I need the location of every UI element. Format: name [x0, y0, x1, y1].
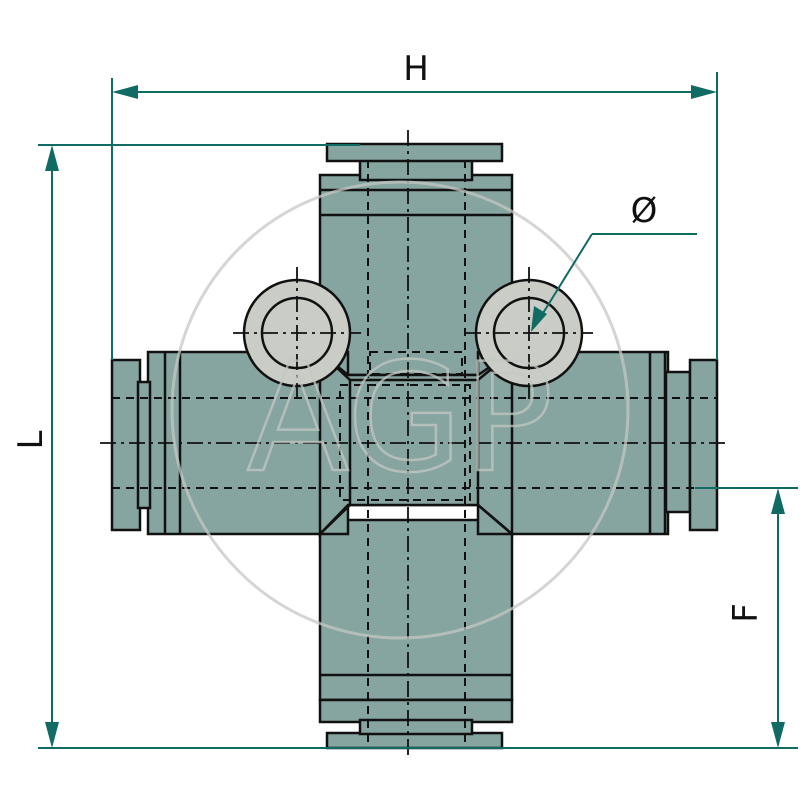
arrow-f-bottom [771, 722, 785, 748]
dimension-l: L [11, 144, 798, 749]
dimension-label-diameter: Ø [631, 191, 658, 231]
center-lines [100, 130, 728, 760]
dimension-label-f: F [726, 603, 766, 623]
dimension-label-l: L [11, 430, 51, 449]
watermark: AGP [170, 180, 630, 640]
port-right [465, 267, 593, 399]
vertical-body [318, 142, 514, 750]
arrow-h-left [112, 85, 138, 99]
watermark-text: AGP [247, 332, 554, 506]
arrow-f-top [771, 488, 785, 514]
arrow-diameter [531, 306, 547, 332]
dimension-f: F [695, 487, 798, 748]
arrow-l-top [45, 145, 59, 171]
arrow-l-bottom [45, 722, 59, 748]
port-left [233, 267, 361, 399]
arrow-h-right [691, 85, 717, 99]
dimension-h: H [111, 49, 718, 360]
dimension-diameter: Ø [531, 191, 697, 332]
dimension-label-h: H [403, 49, 429, 89]
